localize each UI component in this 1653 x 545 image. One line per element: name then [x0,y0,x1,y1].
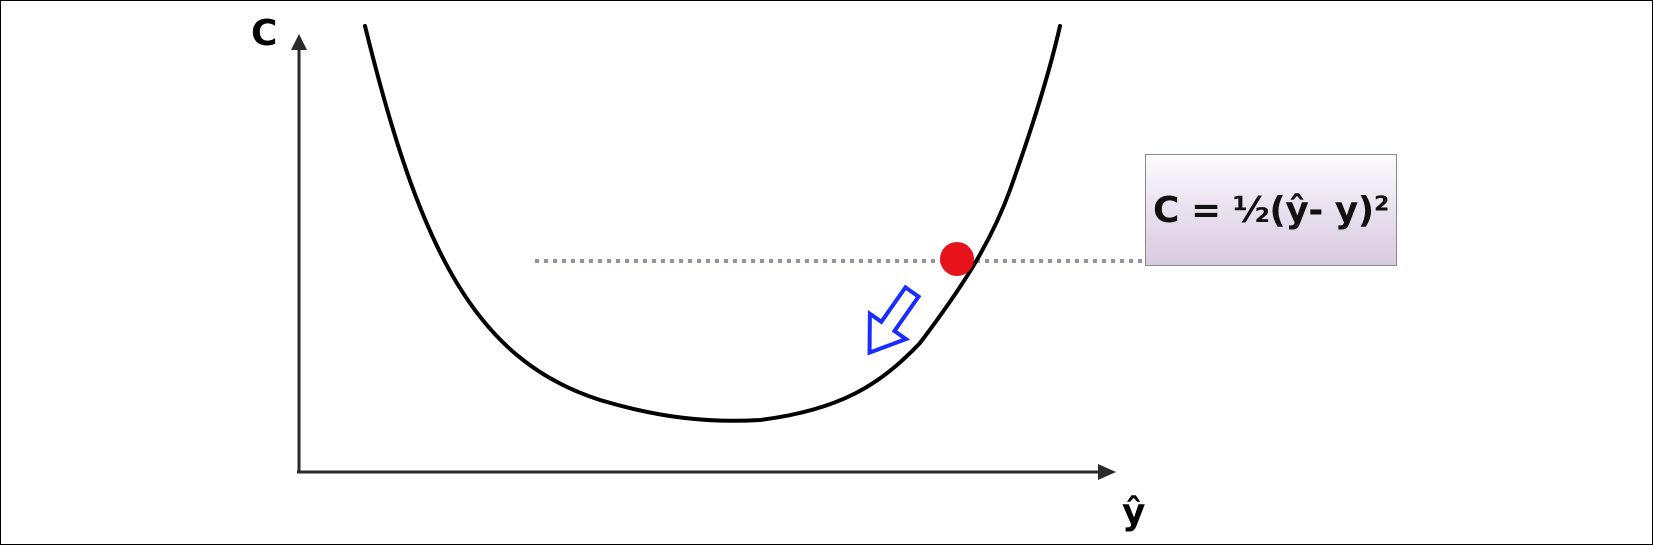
cost-curve [363,24,1062,423]
cost-formula: C = ½(ŷ- y)² [1153,189,1390,231]
x-axis-arrowhead [1098,464,1116,480]
formula-box: C = ½(ŷ- y)² [1145,154,1397,266]
y-axis-label: C [251,13,277,54]
descent-arrow [867,284,922,356]
y-axis-arrowhead [291,34,307,50]
x-axis-label: ŷ [1122,492,1145,533]
current-point [940,242,974,276]
